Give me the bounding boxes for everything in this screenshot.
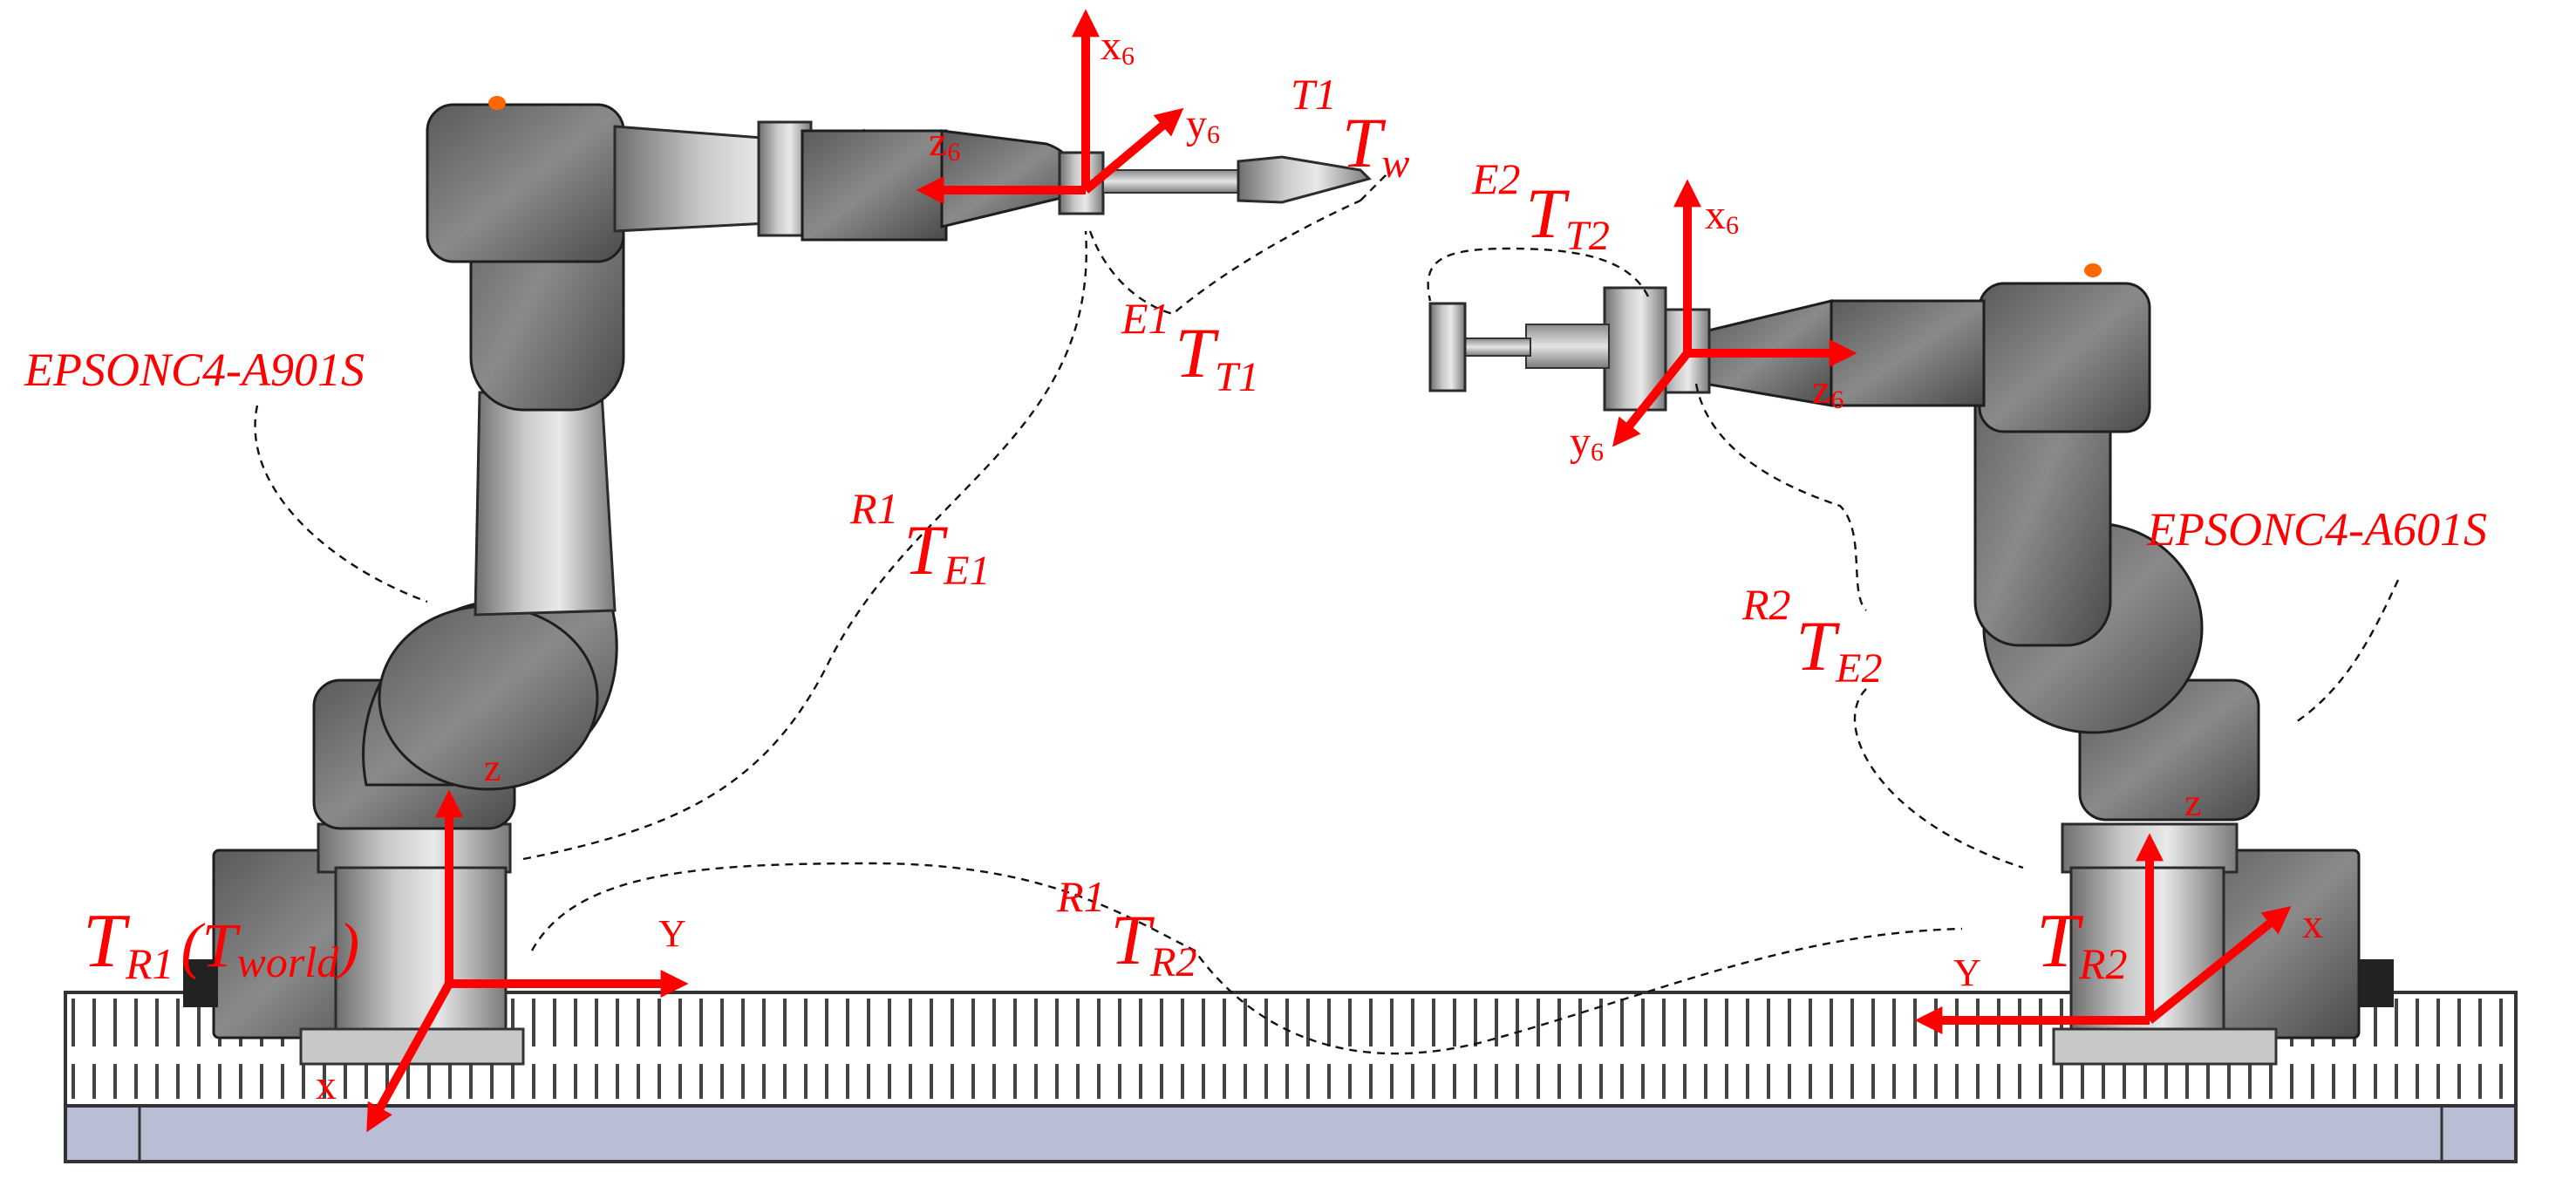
- right-tool-y6-label: y6: [1570, 419, 1604, 467]
- right-tool-z6-label: z6: [1812, 366, 1843, 414]
- left-tool-y6-label: y6: [1186, 101, 1220, 149]
- label-e2-tt2: E2TT2: [1471, 154, 1610, 259]
- label-r2-te2: R2TE2: [1741, 580, 1882, 692]
- robot-name-left: EPSONC4-A901S: [24, 344, 365, 396]
- right-robot: [1428, 263, 2394, 1066]
- axis-labels: z Y x x6 y6 z6 x6 y6 z6 z Y x: [316, 23, 2323, 1108]
- left-base-y-label: Y: [658, 912, 686, 955]
- label-r1-tr2: R1TR2: [1056, 872, 1196, 985]
- label-tr1-tworld: TR1(Tworld): [83, 899, 359, 988]
- right-base-y-label: Y: [1953, 951, 1981, 994]
- transform-labels: EPSONC4-A901S EPSONC4-A601S T1Tw E2TT2 E…: [24, 70, 2487, 988]
- left-tool-z6-label: z6: [929, 119, 960, 167]
- robot-name-right: EPSONC4-A601S: [2146, 503, 2487, 556]
- left-robot: [183, 96, 1372, 1066]
- label-t1-tw: T1Tw: [1291, 70, 1409, 187]
- right-base-z-label: z: [2184, 781, 2202, 824]
- coordinate-arrows: [366, 9, 2292, 1133]
- label-tr2: TR2: [2036, 899, 2128, 988]
- label-e1-tt1: E1TT1: [1121, 294, 1259, 400]
- left-tool-x6-label: x6: [1101, 23, 1135, 71]
- label-r1-te1: R1TE1: [849, 484, 990, 594]
- leader-lines: [254, 174, 2400, 1055]
- left-base-x-label: x: [316, 1062, 337, 1108]
- right-base-x-label: x: [2302, 901, 2323, 947]
- left-base-z-label: z: [484, 746, 501, 789]
- right-tool-x6-label: x6: [1705, 192, 1739, 240]
